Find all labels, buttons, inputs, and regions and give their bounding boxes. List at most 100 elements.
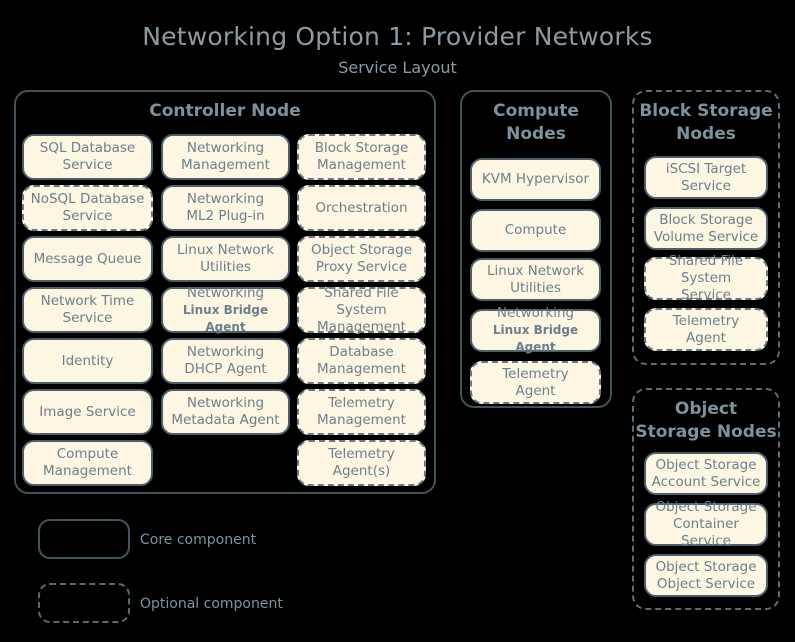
component-label-line2: Utilities [200, 259, 251, 275]
component-label-line2: Service [62, 157, 113, 173]
component-label-line1: Linux Network [486, 262, 585, 279]
component-label-line1: Networking [496, 305, 575, 321]
component-label-line1: Networking [186, 191, 265, 207]
component-label-line2: Management [317, 412, 406, 428]
component-box[interactable]: Message Queue [22, 236, 153, 282]
component-label-line2: Object Service [656, 575, 756, 592]
page-subtitle: Service Layout [338, 58, 457, 77]
component-label-line2: ML2 Plug-in [186, 208, 265, 224]
component-label-line2: Agent [686, 329, 726, 346]
legend-core-swatch [38, 519, 130, 559]
panel-title-block-storage-nodes-line2: Nodes [676, 124, 736, 144]
page-title: Networking Option 1: Provider Networks [142, 22, 653, 51]
component-label-line1: Networking [186, 140, 265, 156]
component-box[interactable]: Orchestration [297, 185, 426, 231]
component-label-line1: Message Queue [33, 250, 142, 267]
panel-object-storage-nodes: Object Storage Nodes [632, 388, 780, 610]
component-box[interactable]: Compute [470, 209, 601, 252]
component-label-line1: Network Time [40, 293, 135, 309]
component-label-line1: Compute [504, 222, 567, 238]
component-label-line1: Shared File System [324, 284, 399, 318]
component-label-line2: Management [181, 157, 270, 173]
component-label-line2: Service [62, 310, 113, 326]
component-label-line2: Agent(s) [332, 463, 391, 479]
panel-title-block-storage-nodes-line1: Block Storage [639, 101, 773, 121]
component-label-line1: Telemetry [328, 395, 395, 411]
component-box[interactable]: Image Service [22, 389, 153, 435]
component-box[interactable]: Identity [22, 338, 153, 384]
panel-title-object-storage-nodes: Object Storage Nodes [634, 390, 778, 444]
component-label-line1: KVM Hypervisor [481, 171, 590, 187]
panel-compute-nodes: Compute Nodes [460, 90, 612, 408]
component-label-line1: Linux Network [176, 242, 275, 258]
title-block: Networking Option 1: Provider Networks S… [0, 22, 795, 79]
component-label-line1: Orchestration [315, 199, 408, 216]
component-label-line1: Telemetry [672, 312, 740, 329]
component-label-line2: Volume Service [653, 228, 759, 245]
component-label-line1: Networking [186, 344, 265, 360]
component-label-line2: Linux Bridge Agent [182, 302, 269, 334]
panel-title-object-storage-nodes-line2: Storage Nodes [635, 422, 777, 442]
component-label-line2: Proxy Service [315, 259, 408, 275]
legend-optional-label: Optional component [140, 596, 283, 612]
component-label-line2: DHCP Agent [184, 361, 267, 377]
component-label-line1: Shared File System [668, 253, 744, 286]
component-box[interactable]: KVM Hypervisor [470, 158, 601, 201]
component-label-line1: Object Storage [655, 558, 757, 575]
legend-optional-swatch [38, 583, 130, 623]
component-label-line1: Networking [186, 395, 265, 411]
component-label-line2: Management [317, 157, 406, 173]
component-label-line2: Utilities [510, 279, 561, 296]
component-label-line2: Management [317, 318, 406, 335]
panel-title-object-storage-nodes-line1: Object [674, 399, 738, 419]
panel-controller-node: Controller Node [14, 90, 436, 494]
component-label-line1: Block Storage [314, 140, 409, 156]
panel-title-compute-nodes-line1: Compute [493, 101, 579, 121]
component-label-line1: Identity [61, 352, 114, 369]
panel-title-compute-nodes: Compute Nodes [462, 92, 610, 146]
component-label-line2: Management [43, 463, 132, 479]
component-label-line1: Image Service [39, 403, 136, 420]
component-label-line1: Database [329, 344, 394, 360]
component-label-line1: Block Storage [659, 211, 753, 228]
component-label-line1: Object Storage [655, 456, 757, 473]
component-label-line2: Management [317, 361, 406, 377]
panel-title-compute-nodes-line2: Nodes [506, 124, 566, 144]
component-label-line1: SQL Database [39, 140, 136, 156]
panel-title-block-storage-nodes: Block Storage Nodes [634, 92, 778, 146]
component-label-line1: Compute [56, 446, 119, 462]
component-label-line1: Networking [186, 284, 265, 301]
component-label-line2: Agent [515, 382, 556, 399]
component-label-line2: Container Service [673, 516, 739, 549]
panel-block-storage-nodes: Block Storage Nodes [632, 90, 780, 365]
component-label-line1: iSCSI Target [665, 160, 747, 177]
component-label-line2: Linux Bridge Agent [492, 323, 579, 354]
